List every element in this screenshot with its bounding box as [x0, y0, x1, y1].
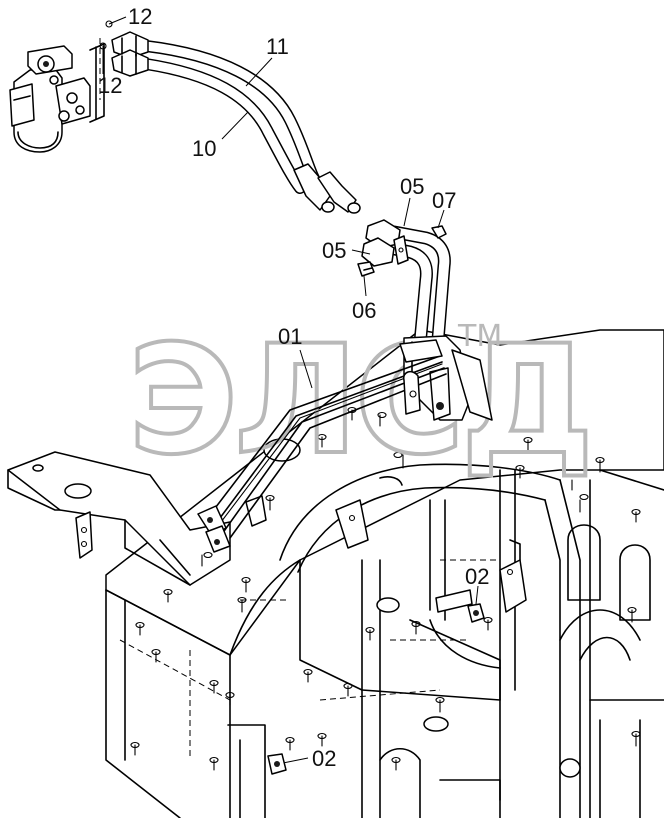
callout-labels: 12 12 11 10 05 07 05 06 01 02 02	[98, 4, 489, 771]
watermark: ЭЛСД TM	[126, 312, 596, 490]
pipe-assembly-01	[197, 339, 447, 553]
callout-11: 11	[266, 34, 289, 59]
callout-05-lower: 05	[322, 238, 346, 263]
callout-10: 10	[192, 136, 216, 161]
callout-05-upper: 05	[400, 174, 424, 199]
bolt-02	[267, 753, 287, 775]
frame-structure	[7, 329, 664, 818]
hoses-10-11	[111, 31, 361, 214]
steering-valve-unit	[9, 20, 113, 153]
callout-02-upper: 02	[465, 564, 489, 589]
callout-01: 01	[278, 324, 302, 349]
watermark-tm: TM	[457, 319, 502, 354]
watermark-text: ЭЛСД	[128, 314, 590, 488]
callout-07: 07	[432, 188, 456, 213]
callout-02-lower: 02	[312, 746, 336, 771]
callout-06: 06	[352, 298, 376, 323]
callout-12-bottom: 12	[98, 73, 122, 98]
callout-12-top: 12	[128, 4, 152, 29]
bolt-02-upper	[467, 603, 485, 623]
